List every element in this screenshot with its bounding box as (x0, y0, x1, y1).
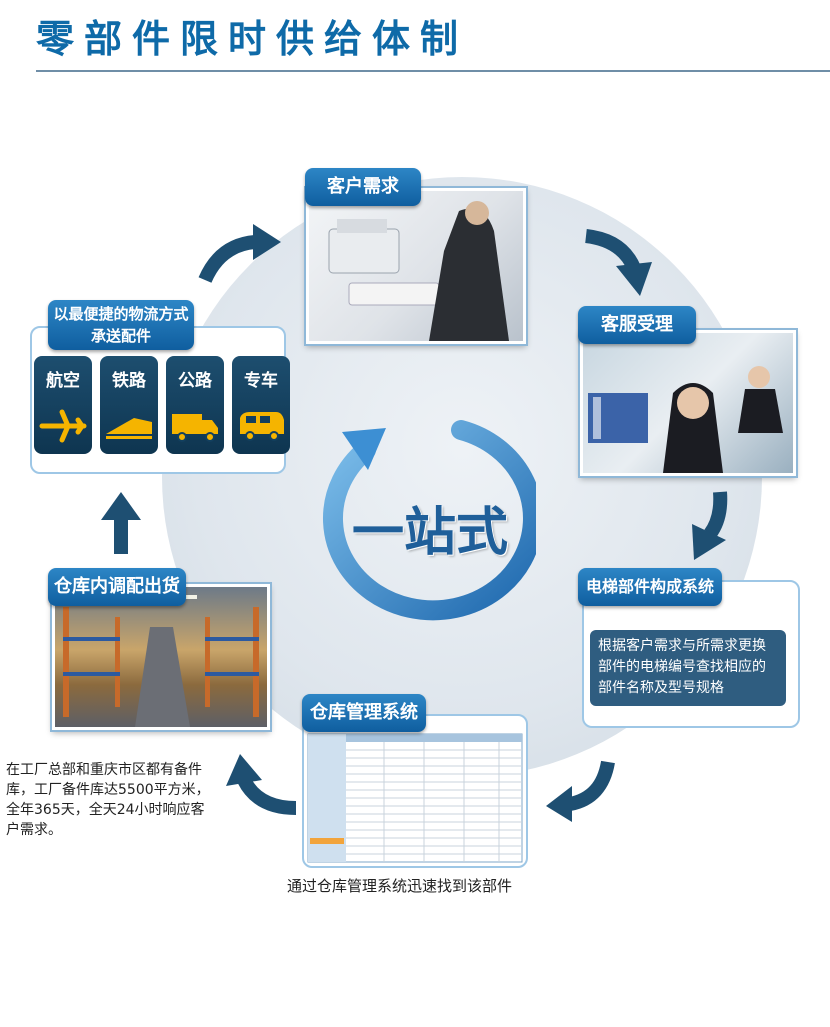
customer-demand-tab: 客户需求 (305, 168, 421, 206)
one-stop-label: 一站式 (352, 503, 509, 563)
train-icon (106, 418, 152, 439)
mode-special-vehicle-label: 专车 (244, 371, 278, 391)
parts-system-description: 根据客户需求与所需求更换部件的电梯编号查找相应的部件名称及型号规格 (598, 638, 766, 696)
warehouse-system-caption: 通过仓库管理系统迅速找到该部件 (287, 877, 513, 895)
van-icon (240, 412, 284, 441)
mode-air: 航空 (34, 356, 92, 454)
title-divider (36, 70, 830, 72)
parts-system-tab: 电梯部件构成系统 (578, 568, 722, 606)
parts-system-description-box: 根据客户需求与所需求更换部件的电梯编号查找相应的部件名称及型号规格 (590, 630, 786, 706)
cycle-ring-icon (322, 420, 536, 621)
arrow-demand-to-service-icon (584, 229, 652, 296)
warehouse-dispatch-caption: 在工厂总部和重庆市区都有备件库，工厂备件库达5500平方米，全年365天，全天2… (6, 762, 210, 838)
warehouse-system-tab: 仓库管理系统 (302, 694, 426, 732)
mode-road: 公路 (166, 356, 224, 454)
shipping-tab: 以最便捷的物流方式承送配件 (48, 300, 194, 350)
arrow-service-to-parts-icon (692, 491, 728, 560)
arrow-warehouse-to-dispatch-icon (226, 754, 297, 815)
mode-road-label: 公路 (178, 371, 212, 391)
truck-icon (172, 414, 218, 442)
customer-demand-photo (306, 188, 526, 344)
arrow-parts-to-warehouse-icon (546, 760, 615, 822)
mode-rail-label: 铁路 (112, 371, 146, 391)
customer-service-photo (580, 330, 796, 476)
arrow-dispatch-to-shipping-icon (101, 492, 141, 554)
airplane-icon (39, 409, 87, 443)
arrow-shipping-to-demand-icon (198, 224, 281, 283)
mode-rail: 铁路 (100, 356, 158, 454)
mode-air-label: 航空 (46, 371, 80, 391)
mode-special-vehicle: 专车 (232, 356, 290, 454)
customer-service-tab: 客服受理 (578, 306, 696, 344)
warehouse-system-panel (302, 714, 528, 868)
page-title: 零部件限时供给体制 (36, 17, 469, 61)
warehouse-dispatch-tab: 仓库内调配出货 (48, 568, 186, 606)
